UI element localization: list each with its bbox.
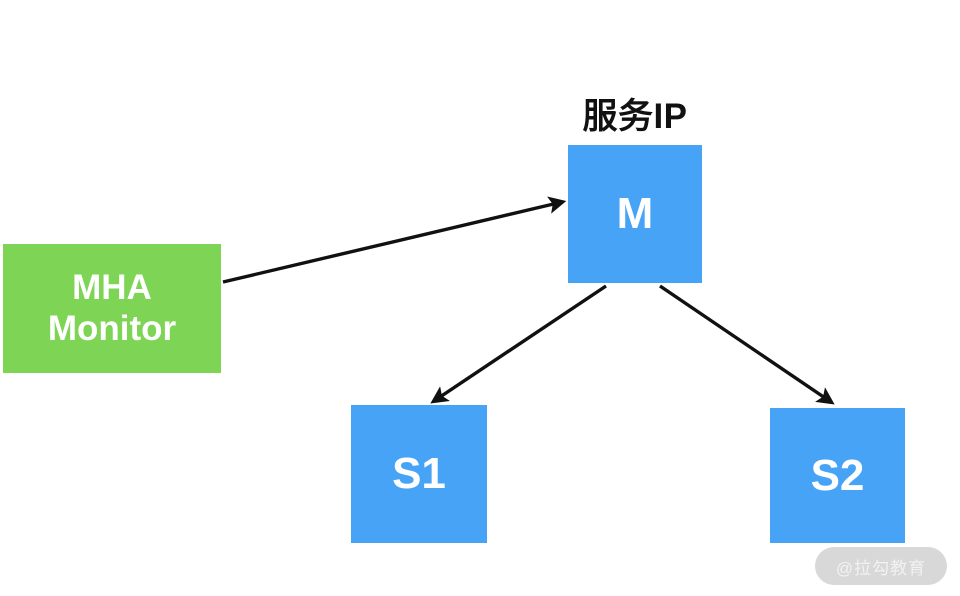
node-mha-monitor[interactable]: MHA Monitor [3,244,221,373]
arrow-master-to-slave2 [659,284,835,405]
watermark-badge: @拉勾教育 [815,547,947,585]
node-slave1[interactable]: S1 [351,405,487,543]
node-master-label: M [616,189,654,239]
node-mha-monitor-label: MHA Monitor [47,267,177,348]
node-master[interactable]: M [568,145,702,283]
node-slave2-label: S2 [810,450,865,500]
service-ip-title: 服务IP [582,97,688,136]
node-slave2[interactable]: S2 [770,408,905,543]
node-slave1-label: S1 [392,449,446,499]
watermark-text: @拉勾教育 [835,558,927,578]
arrow-master-to-slave1 [430,284,607,404]
arrow-monitor-to-master [222,196,567,284]
